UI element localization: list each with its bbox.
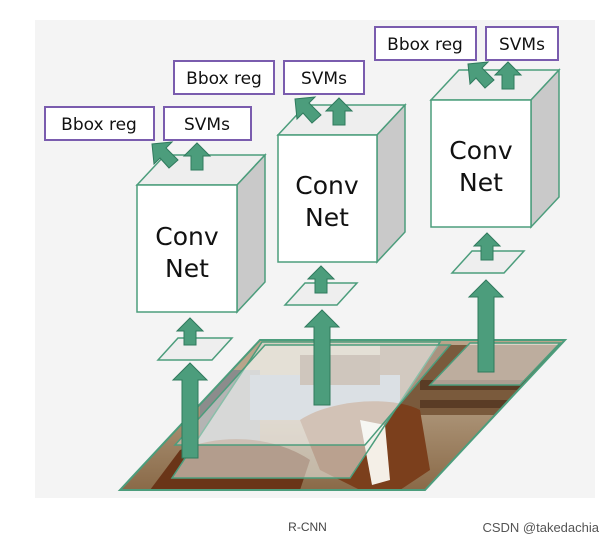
up-arrow-icon xyxy=(303,309,341,406)
warped-region-patch-2 xyxy=(283,282,359,306)
up-arrow-icon xyxy=(324,97,354,126)
bbox-reg-box-3 xyxy=(374,26,477,61)
svms-label: SVMs xyxy=(184,115,230,135)
up-arrow-icon xyxy=(182,142,212,171)
convnet-label-line1: Conv xyxy=(449,136,513,165)
warped-region-patch-1 xyxy=(156,337,234,361)
convnet-label-line1: Conv xyxy=(295,171,359,200)
diagonal-arrow-icon xyxy=(467,61,495,89)
region-proposal-middle xyxy=(173,344,452,446)
region-proposal-right xyxy=(428,342,562,386)
up-arrow-icon xyxy=(175,317,205,346)
bbox-reg-label: Bbox reg xyxy=(186,69,262,89)
svms-label: SVMs xyxy=(499,35,545,55)
svms-box-3 xyxy=(485,26,559,61)
up-arrow-icon xyxy=(467,279,505,373)
diagonal-arrow-icon xyxy=(294,96,322,124)
convnet-label-line1: Conv xyxy=(155,222,219,251)
svms-box-1 xyxy=(163,106,252,141)
bbox-reg-box-2 xyxy=(173,60,275,95)
diagonal-arrow-icon xyxy=(151,141,179,169)
region-proposal-left xyxy=(170,341,442,479)
watermark: CSDN @takedachia xyxy=(482,520,599,535)
up-arrow-icon xyxy=(493,61,523,90)
convnet-cube-2: Conv Net xyxy=(276,103,407,264)
convnet-cube-1: Conv Net xyxy=(135,153,267,314)
diagram-caption: R-CNN xyxy=(288,520,327,534)
warped-region-patch-3 xyxy=(450,250,526,274)
convnet-label-line2: Net xyxy=(165,254,209,283)
convnet-label-line2: Net xyxy=(459,168,503,197)
bbox-reg-label: Bbox reg xyxy=(61,115,137,135)
up-arrow-icon xyxy=(306,265,336,294)
svms-label: SVMs xyxy=(301,69,347,89)
bbox-reg-box-1 xyxy=(44,106,155,141)
up-arrow-icon xyxy=(171,362,209,459)
convnet-cube-3: Conv Net xyxy=(429,68,561,229)
convnet-label-line2: Net xyxy=(305,203,349,232)
bbox-reg-label: Bbox reg xyxy=(387,35,463,55)
up-arrow-icon xyxy=(472,232,502,261)
svms-box-2 xyxy=(283,60,365,95)
